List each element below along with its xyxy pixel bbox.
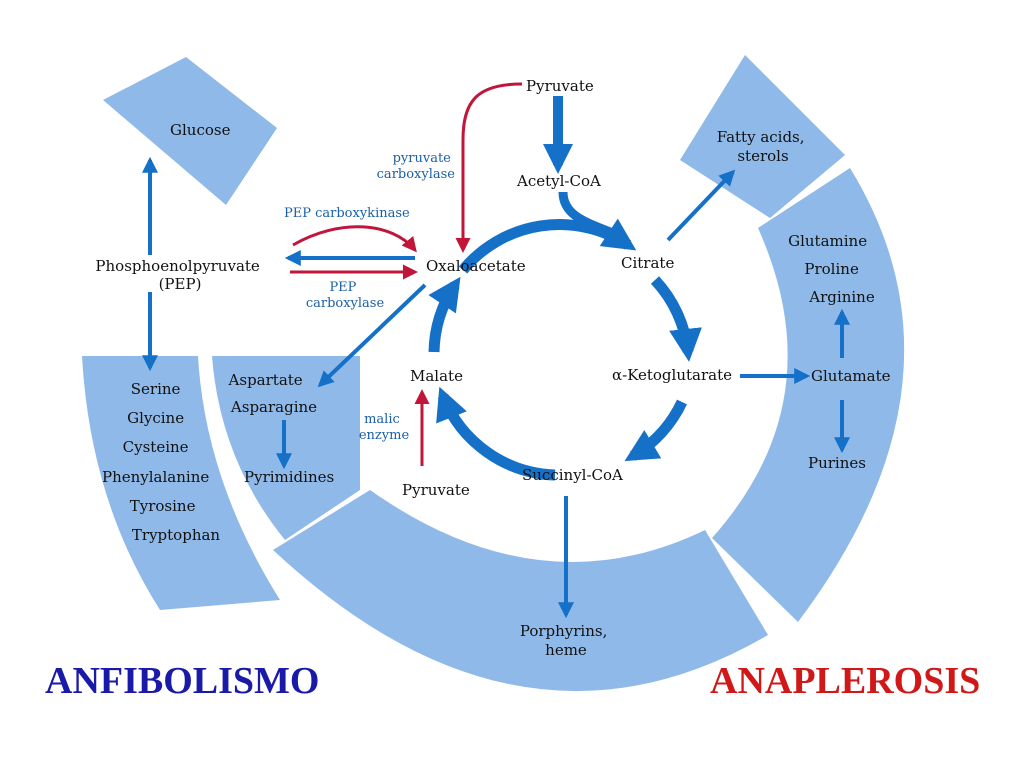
ketoglutarate-label: α-Ketoglutarate: [612, 366, 732, 384]
pyruvate-carboxylase-arrow: [455, 82, 523, 253]
pyruvate-top-label: Pyruvate: [526, 77, 594, 95]
citrate-to-fatty-acids-arrow: [666, 169, 736, 242]
anaplerotic-arrows: [290, 82, 523, 466]
malate-label: Malate: [410, 367, 463, 385]
cycle-labels: Pyruvate Acetyl-CoA Citrate α-Ketoglutar…: [402, 77, 732, 499]
fatty-acids-label: Fatty acids, sterols: [717, 128, 810, 165]
cycle-arc-succinyl-to-malate: [436, 386, 556, 481]
malic-enzyme-label: malic enzyme: [359, 412, 410, 443]
pep-carboxylase-label: PEP carboxylase: [306, 280, 385, 311]
glutamate-band: [712, 168, 905, 622]
product-labels: Glucose Phosphoenolpyruvate (PEP) Serine…: [95, 121, 890, 659]
cycle-arc-citrate-to-ketoglutarate: [650, 276, 702, 362]
pyruvate-carboxylase-label: pyruvate carboxylase: [377, 151, 456, 182]
background-bands: [82, 55, 905, 692]
pyruvate-bottom-label: Pyruvate: [402, 481, 470, 499]
acetylcoa-to-cycle-arrow: [558, 191, 612, 237]
enzyme-labels: pyruvate carboxylase PEP carboxykinase P…: [284, 151, 455, 443]
entry-arrows: [543, 96, 612, 237]
amino-acids-left-label: Serine Glycine Cysteine Phenylalanine Ty…: [102, 380, 220, 544]
glutamate-label: Glutamate: [811, 367, 891, 385]
porphyrins-label: Porphyrins, heme: [520, 622, 612, 659]
anaplerosis-title: ANAPLEROSIS: [710, 660, 980, 702]
succinyl-coa-label: Succinyl-CoA: [522, 466, 623, 484]
pep-carboxykinase-label: PEP carboxykinase: [284, 206, 410, 221]
citrate-label: Citrate: [621, 254, 674, 272]
pyrimidines-label: Pyrimidines: [244, 468, 334, 486]
cycle-arc-malate-to-oaa: [428, 276, 461, 353]
cycle-arc-ketoglutarate-to-succinyl: [624, 399, 687, 462]
oaa-to-aspartate-arrow: [317, 283, 427, 388]
oxaloacetate-label: Oxaloacetate: [426, 257, 526, 275]
purines-label: Purines: [808, 454, 866, 472]
product-arrows: [142, 156, 850, 619]
glucose-label: Glucose: [170, 121, 231, 139]
aspartate-group-label: Aspartate Asparagine: [228, 371, 318, 416]
acetyl-coa-label: Acetyl-CoA: [516, 172, 601, 190]
glutamine-group-label: Glutamine Proline Arginine: [788, 232, 875, 306]
glucose-box: [103, 57, 277, 205]
amino-acid-band: [82, 356, 280, 610]
porphyrin-band: [273, 490, 768, 692]
pep-carboxykinase-arrow: [292, 225, 417, 253]
pep-label: Phosphoenolpyruvate (PEP): [95, 257, 264, 293]
anfibolismo-title: ANFIBOLISMO: [45, 660, 319, 702]
